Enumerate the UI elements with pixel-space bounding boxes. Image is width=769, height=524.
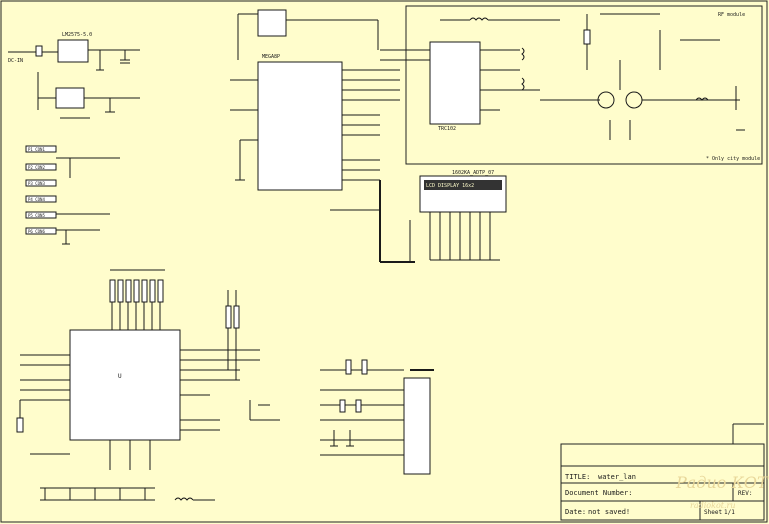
connector-label: P1_CON1 bbox=[28, 147, 45, 152]
rf-chip-label: TRC102 bbox=[438, 126, 456, 132]
bottom-buttons bbox=[40, 487, 215, 501]
lcd-screen bbox=[424, 180, 502, 190]
top-mcu-label: MEGA8P bbox=[262, 54, 280, 60]
title-value: water_lan bbox=[598, 473, 636, 481]
sheet-label: Sheet bbox=[704, 509, 722, 516]
lcd-section: 1602KA_ADTP_07 LCD DISPLAY 16x2 bbox=[330, 170, 507, 263]
date-label: Date: bbox=[565, 508, 586, 516]
watermark-line2: radiokot.ru bbox=[690, 501, 736, 510]
date-value: not saved! bbox=[588, 508, 630, 516]
rf-chip bbox=[429, 41, 481, 125]
watermark-line1: Радио КОТ bbox=[675, 473, 769, 492]
isp-connector bbox=[257, 9, 287, 37]
connector-label: P3_CON3 bbox=[28, 181, 45, 186]
title-block-frame bbox=[560, 443, 765, 521]
document-number-label: Document Number: bbox=[565, 489, 632, 497]
connector-label: P6_CON6 bbox=[28, 229, 45, 234]
input-diode bbox=[35, 45, 43, 57]
regulator2-chip bbox=[55, 87, 85, 109]
top-mcu-chip bbox=[257, 61, 343, 191]
power-supply-section: DC-IN LM2575-5.0 bbox=[8, 32, 140, 119]
rf-module-section: RF module TRC102 * Only city module bbox=[405, 5, 763, 165]
regulator-label: LM2575-5.0 bbox=[62, 32, 92, 38]
lcd-title: 1602KA_ADTP_07 bbox=[452, 170, 494, 176]
rf-module-frame bbox=[405, 5, 763, 165]
regulator-chip bbox=[57, 39, 89, 63]
title-block: TITLE: water_lan Document Number: REV: D… bbox=[560, 423, 769, 521]
interface-section bbox=[320, 359, 434, 475]
bottom-mcu-label: U bbox=[118, 373, 122, 380]
interface-connector bbox=[403, 377, 431, 475]
connector-label: P4_CON4 bbox=[28, 197, 45, 202]
sheet-value: 1/1 bbox=[724, 509, 735, 516]
connector-label: P2_CON2 bbox=[28, 165, 45, 170]
revision-label: REV: bbox=[738, 490, 752, 497]
rf-module-label: RF module bbox=[718, 12, 745, 18]
top-mcu-section: MEGA8P bbox=[230, 9, 430, 191]
power-input-label: DC-IN bbox=[8, 58, 23, 64]
connector-label: P5_CON5 bbox=[28, 213, 45, 218]
title-label: TITLE: bbox=[565, 473, 590, 481]
bottom-mcu-chip bbox=[69, 329, 181, 441]
bottom-mcu-section: U bbox=[16, 269, 280, 470]
lcd-subtitle: LCD DISPLAY 16x2 bbox=[426, 183, 474, 189]
left-connectors bbox=[25, 145, 120, 245]
rf-module-note: * Only city module bbox=[706, 156, 760, 162]
